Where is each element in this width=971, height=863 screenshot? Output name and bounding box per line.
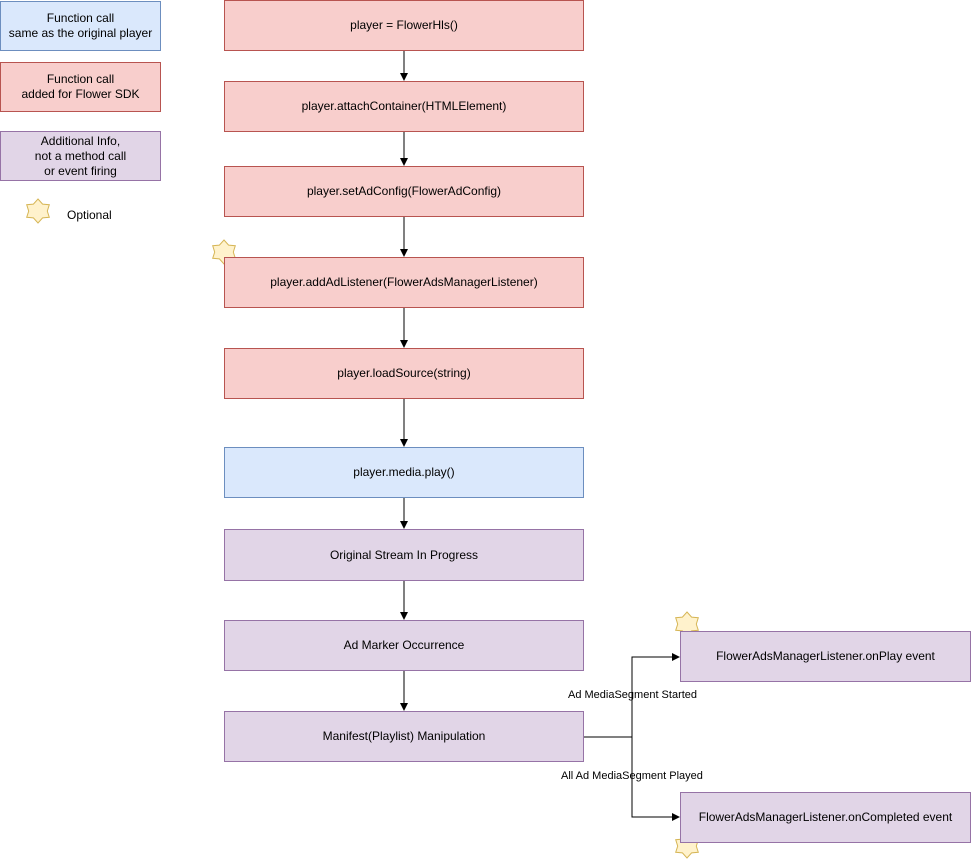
step-ad-marker: Ad Marker Occurrence [224, 620, 584, 671]
step-load-source-label: player.loadSource(string) [337, 366, 471, 380]
step-manifest-manipulation-label: Manifest(Playlist) Manipulation [322, 729, 486, 743]
step-add-ad-listener-label: player.addAdListener(FlowerAdsManagerLis… [270, 275, 538, 289]
legend-additional-info-label: Additional Info, not a method call or ev… [34, 133, 127, 178]
legend-added-call-label: Function call added for Flower SDK [21, 72, 140, 101]
legend-added-call-box: Function call added for Flower SDK [0, 62, 161, 112]
step-add-ad-listener: player.addAdListener(FlowerAdsManagerLis… [224, 257, 584, 308]
legend-same-call-box: Function call same as the original playe… [0, 1, 161, 51]
event-on-completed: FlowerAdsManagerListener.onCompleted eve… [680, 792, 971, 843]
step-original-stream: Original Stream In Progress [224, 529, 584, 581]
event-on-play: FlowerAdsManagerListener.onPlay event [680, 631, 971, 682]
step-attach-container-label: player.attachContainer(HTMLElement) [301, 99, 507, 113]
step-original-stream-label: Original Stream In Progress [329, 547, 479, 562]
step-create-player: player = FlowerHls() [224, 0, 584, 51]
legend-star-icon [26, 198, 50, 224]
step-set-ad-config: player.setAdConfig(FlowerAdConfig) [224, 166, 584, 217]
legend-additional-info-box: Additional Info, not a method call or ev… [0, 131, 161, 181]
event-on-play-label: FlowerAdsManagerListener.onPlay event [716, 649, 935, 663]
step-load-source: player.loadSource(string) [224, 348, 584, 399]
edge-label-started: Ad MediaSegment Started [568, 689, 698, 701]
step-manifest-manipulation: Manifest(Playlist) Manipulation [224, 711, 584, 762]
step-set-ad-config-label: player.setAdConfig(FlowerAdConfig) [306, 184, 502, 198]
edge-label-played: All Ad MediaSegment Played [561, 770, 703, 782]
arrow-to-oncompleted [583, 736, 680, 821]
step-attach-container: player.attachContainer(HTMLElement) [224, 81, 584, 132]
step-media-play-label: player.media.play() [353, 465, 455, 479]
event-on-completed-label: FlowerAdsManagerListener.onCompleted eve… [698, 810, 953, 824]
step-create-player-label: player = FlowerHls() [350, 18, 458, 32]
legend-same-call-label: Function call same as the original playe… [8, 11, 153, 40]
legend-optional-label: Optional [67, 208, 112, 222]
step-media-play: player.media.play() [224, 447, 584, 498]
step-ad-marker-label: Ad Marker Occurrence [343, 638, 465, 652]
